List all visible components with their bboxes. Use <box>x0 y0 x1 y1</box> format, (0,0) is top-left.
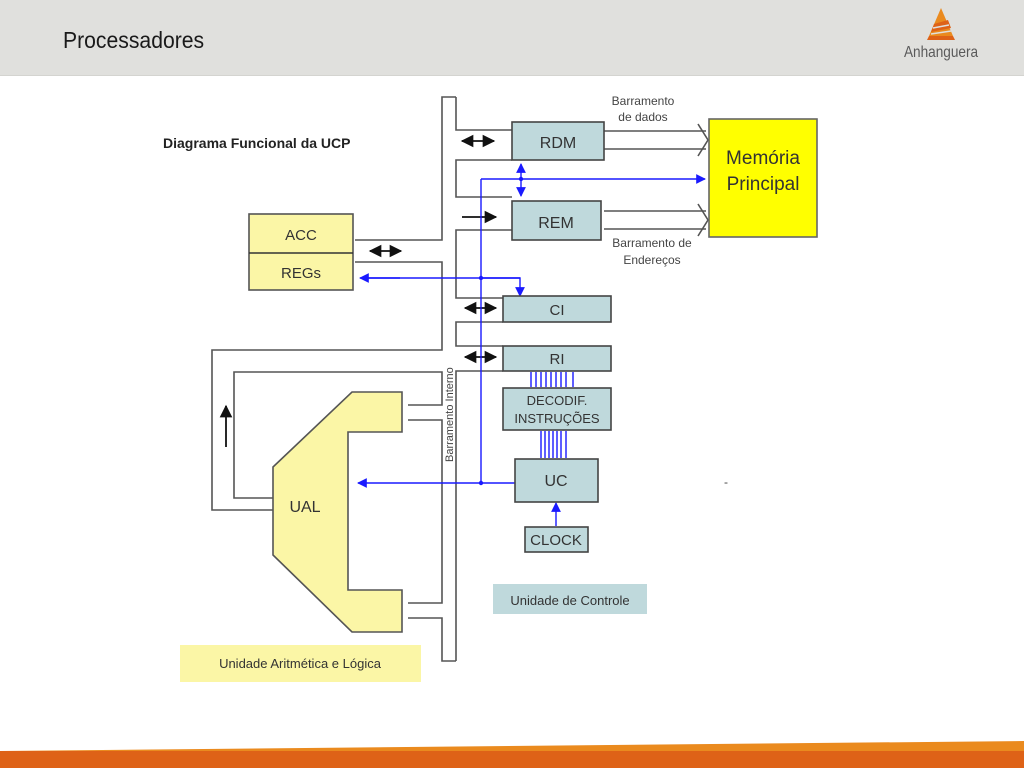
memory-buses <box>604 123 709 237</box>
regs-label: REGs <box>281 265 321 282</box>
address-bus-label-line2: Endereços <box>623 253 680 267</box>
clock-label: CLOCK <box>530 532 582 549</box>
uc-label: UC <box>544 473 567 490</box>
control-lines <box>357 163 706 526</box>
clock-block: CLOCK <box>524 526 589 553</box>
footer-band-dark <box>0 751 1024 768</box>
rem-register: REM <box>511 200 602 241</box>
internal-bus <box>211 96 512 662</box>
ri-label: RI <box>550 351 565 368</box>
slide-title: Processadores <box>63 27 205 53</box>
control-unit-label: Unidade de Controle <box>510 593 629 608</box>
alu-caption: Unidade Aritmética e Lógica <box>180 645 421 682</box>
anhanguera-logo: Anhanguera <box>893 6 989 70</box>
ual-block: UAL <box>272 391 403 633</box>
decoder-label-line1: DECODIF. <box>527 393 588 408</box>
footer-band <box>0 741 1024 768</box>
acc-label: ACC <box>285 227 317 244</box>
ri-register: RI <box>502 345 612 372</box>
cpu-functional-diagram: Diagrama Funcional da UCP <box>163 94 818 682</box>
logo-triangle-icon <box>927 8 955 40</box>
ci-register: CI <box>502 295 612 323</box>
memory-label-line2: Principal <box>727 174 800 195</box>
main-memory: Memória Principal <box>708 118 818 238</box>
uc-block: UC <box>514 458 599 503</box>
logo-text: Anhanguera <box>903 44 979 61</box>
slide-header: Processadores Anhanguera <box>0 0 1024 76</box>
ual-label: UAL <box>289 499 320 516</box>
acc-regs-block: ACC REGs <box>248 213 354 291</box>
stray-mark: - <box>724 475 728 489</box>
alu-unit-label: Unidade Aritmética e Lógica <box>219 656 382 671</box>
rdm-register: RDM <box>511 121 605 161</box>
ci-label: CI <box>550 302 565 319</box>
junction-dots <box>478 176 524 486</box>
internal-bus-label: Barramento Interno <box>444 367 456 462</box>
control-unit-caption: Unidade de Controle <box>493 584 647 614</box>
rdm-label: RDM <box>540 135 576 152</box>
decoder-label-line2: INSTRUÇÕES <box>514 411 600 426</box>
memory-label-line1: Memória <box>726 148 800 169</box>
rem-label: REM <box>538 215 574 232</box>
instruction-decoder: DECODIF. INSTRUÇÕES <box>502 387 612 431</box>
footer-band-light <box>0 741 1024 754</box>
data-bus-label-line1: Barramento <box>612 94 675 108</box>
address-bus-label-line1: Barramento de <box>612 236 692 250</box>
diagram-title: Diagrama Funcional da UCP <box>163 135 350 151</box>
data-bus-label-line2: de dados <box>618 110 667 124</box>
